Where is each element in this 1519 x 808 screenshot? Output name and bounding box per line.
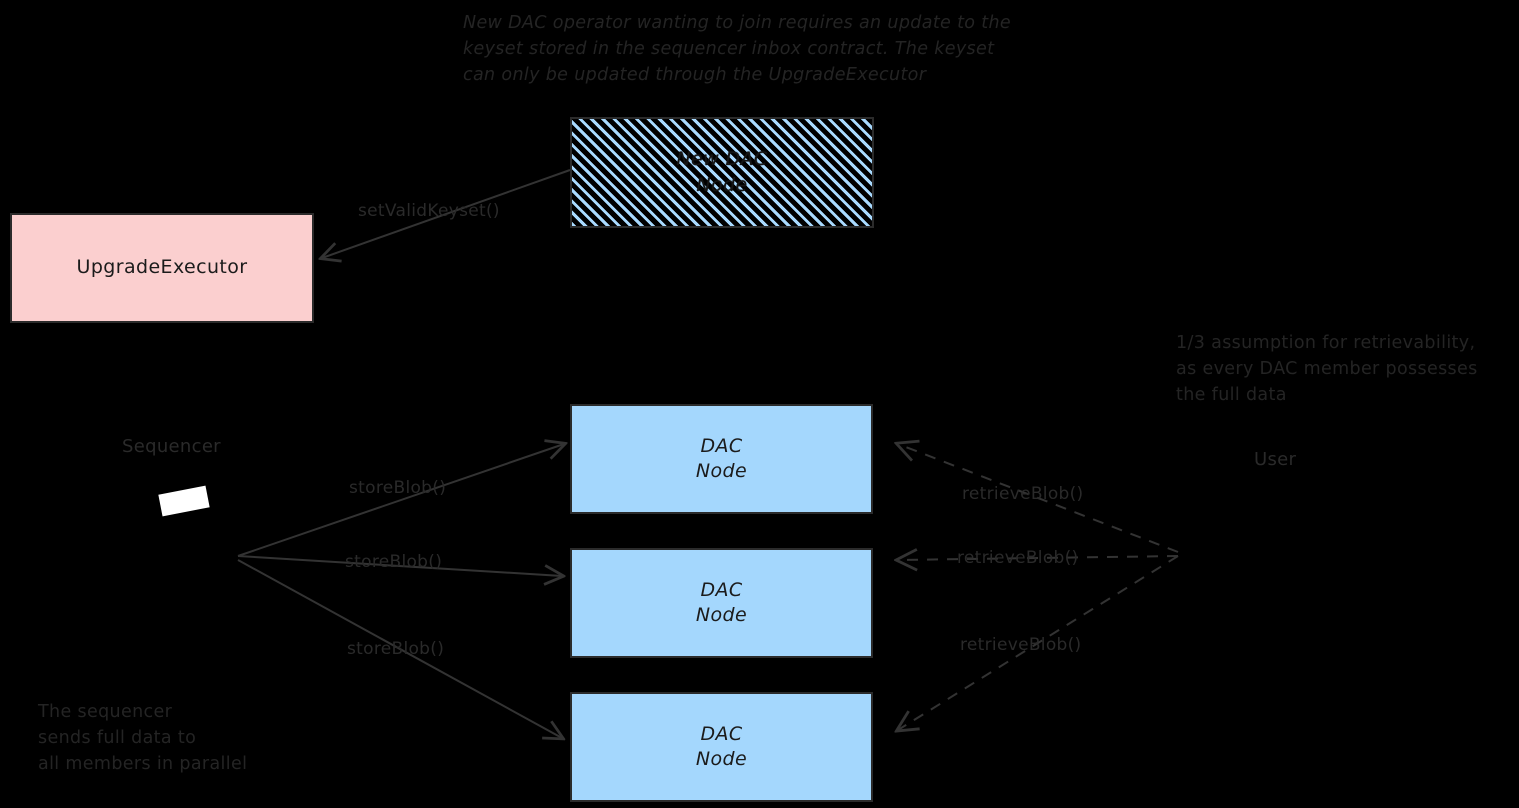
label-user: User [1254,449,1297,470]
node-dac-node-2[interactable]: DAC Node [570,548,873,658]
edge-label-retrieveblob-1: retrieveBlob() [962,484,1084,504]
sequencer-marker-shape [158,485,210,517]
node-dac-node-1[interactable]: DAC Node [570,404,873,514]
node-label-line: DAC [700,723,743,745]
node-upgrade-executor[interactable]: UpgradeExecutor [10,213,314,323]
node-new-dac-node[interactable]: New DAC Node [570,117,874,228]
node-label-line: Node [695,460,748,483]
node-label-line: Node [695,604,748,627]
node-label-line: Node [695,748,748,771]
node-label-line: DAC [700,435,743,457]
edge-label-setvalidkeyset: setValidKeyset() [358,201,500,221]
edge-label-retrieveblob-3: retrieveBlob() [960,635,1082,655]
node-dac-node-3[interactable]: DAC Node [570,692,873,802]
node-label-line: UpgradeExecutor [76,256,248,279]
edge-label-storeblob-2: storeBlob() [345,552,443,572]
node-label-line: DAC [700,579,743,601]
hatch-pattern [572,119,872,226]
node-label: New DAC Node [676,147,767,197]
annotation-retrievability-note: 1/3 assumption for retrievability, as ev… [1176,333,1478,405]
label-sequencer: Sequencer [122,436,221,457]
node-label-line: Node [696,173,748,196]
node-label-line: New DAC [676,148,768,171]
annotation-keyset-note: New DAC operator wanting to join require… [463,13,1012,85]
edge-storeblob-1 [237,444,564,557]
edge-label-retrieveblob-2: retrieveBlob() [957,548,1079,568]
annotation-parallel-note: The sequencer sends full data to all mem… [38,702,248,774]
edge-label-storeblob-1: storeBlob() [349,478,447,498]
edge-label-storeblob-3: storeBlob() [347,639,445,659]
